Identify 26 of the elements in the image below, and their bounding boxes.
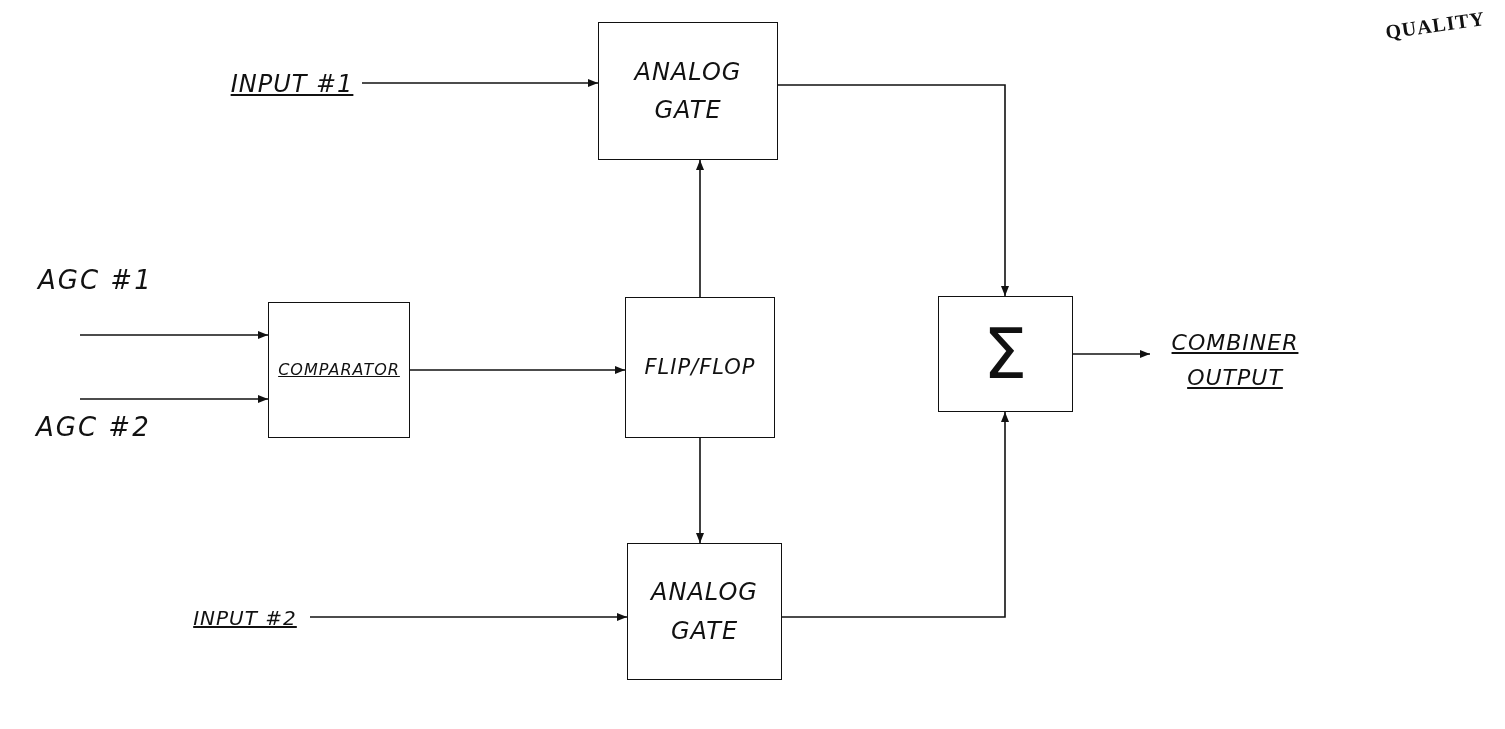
arrow [1072,350,1151,358]
block-label: Σ [982,319,1029,389]
stamp-text: QUALITY [1383,7,1487,44]
arrow [409,366,626,374]
block-box [625,297,775,438]
block-box [938,296,1073,412]
signal-label: AGC #1 [38,265,153,295]
block-label: COMPARATOR [278,359,400,382]
arrow [696,437,704,544]
arrow [361,79,599,87]
signal-label: INPUT #2 [193,605,297,632]
arrow [309,613,628,621]
signal-label: AGC #2 [36,412,151,442]
block-box [627,543,782,680]
signal-label: COMBINER OUTPUT [1170,328,1300,392]
arrow [79,331,269,339]
block-label: ANALOG GATE [632,56,743,126]
block-box [598,22,778,160]
signal-label: INPUT #1 [230,68,354,100]
block-label: FLIP/FLOP [644,353,756,381]
arrow [781,411,1009,618]
block-label: ANALOG GATE [649,577,759,647]
block-box [268,302,410,438]
arrow [777,84,1009,297]
arrow [696,159,704,298]
arrow [79,395,269,403]
